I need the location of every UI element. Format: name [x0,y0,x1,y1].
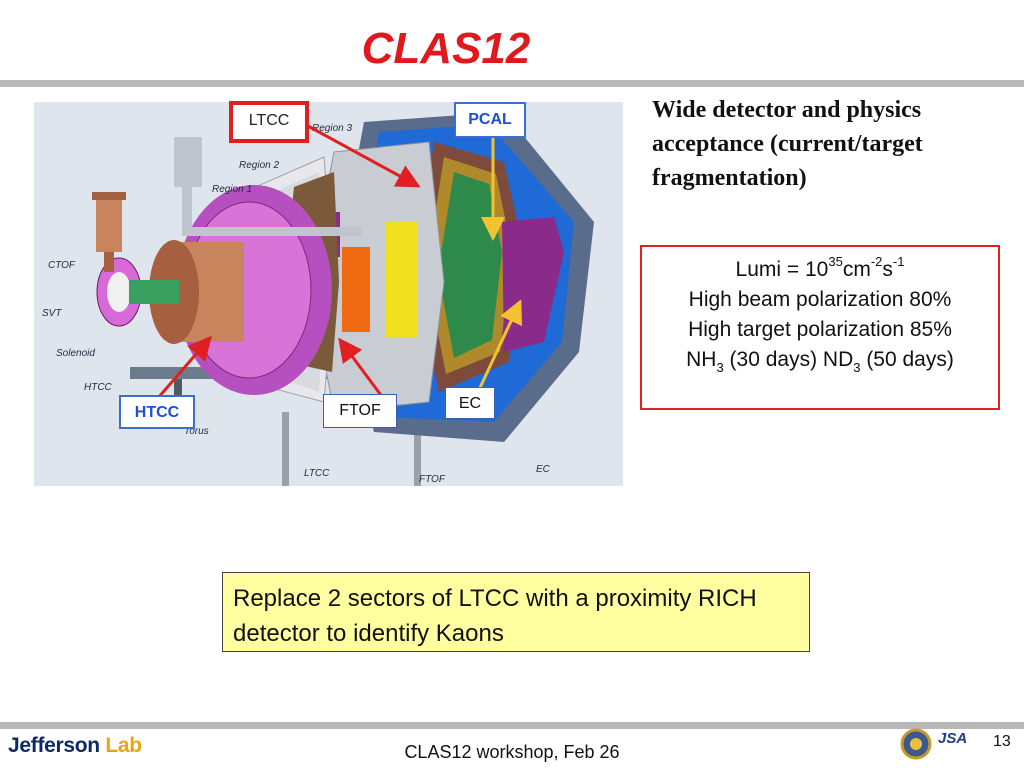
footer-text: CLAS12 workshop, Feb 26 [404,742,620,762]
physics-acceptance-text: Wide detector and physics acceptance (cu… [652,97,923,191]
footer-divider [0,722,1024,729]
label-region1: Region 1 [212,184,252,195]
beam-polarization-line: High beam polarization 80% [688,288,952,311]
label-region2: Region 2 [239,160,279,171]
label-htcc: HTCC [84,382,113,393]
label-region3: Region 3 [312,123,352,134]
page-number: 13 [993,733,1011,750]
label-ctof: CTOF [48,260,76,271]
callout-ec: EC [445,387,495,419]
clas12-detector-illustration: Region 3 Region 2 Region 1 CTOF SVT Sole… [42,112,594,486]
target-run-line: NH3 (30 days) ND3 (50 days) [686,348,954,375]
luminosity-box: Lumi = 1035cm-2s-1 High beam polarizatio… [640,245,1000,410]
label-ftof: FTOF [419,474,446,485]
label-ec: EC [536,464,551,475]
label-ltcc: LTCC [304,468,330,479]
rich-proposal-box: Replace 2 sectors of LTCC with a proximi… [222,572,810,652]
callout-ltcc: LTCC [229,101,309,143]
header-divider [0,80,1024,87]
label-svt: SVT [42,308,62,319]
target-polarization-line: High target polarization 85% [688,318,952,341]
label-torus: Torus [184,426,209,437]
slide-title: CLAS12 [361,24,531,73]
label-solenoid: Solenoid [56,348,95,359]
callout-pcal: PCAL [454,102,526,138]
jsa-logo: JSA [938,730,968,747]
callout-htcc: HTCC [119,395,195,429]
callout-ftof: FTOF [323,394,397,428]
jefferson-lab-logo: Jefferson Lab [8,734,142,757]
doe-seal-icon [900,728,932,760]
lumi-line: Lumi = 1035cm-2s-1 [735,254,905,282]
